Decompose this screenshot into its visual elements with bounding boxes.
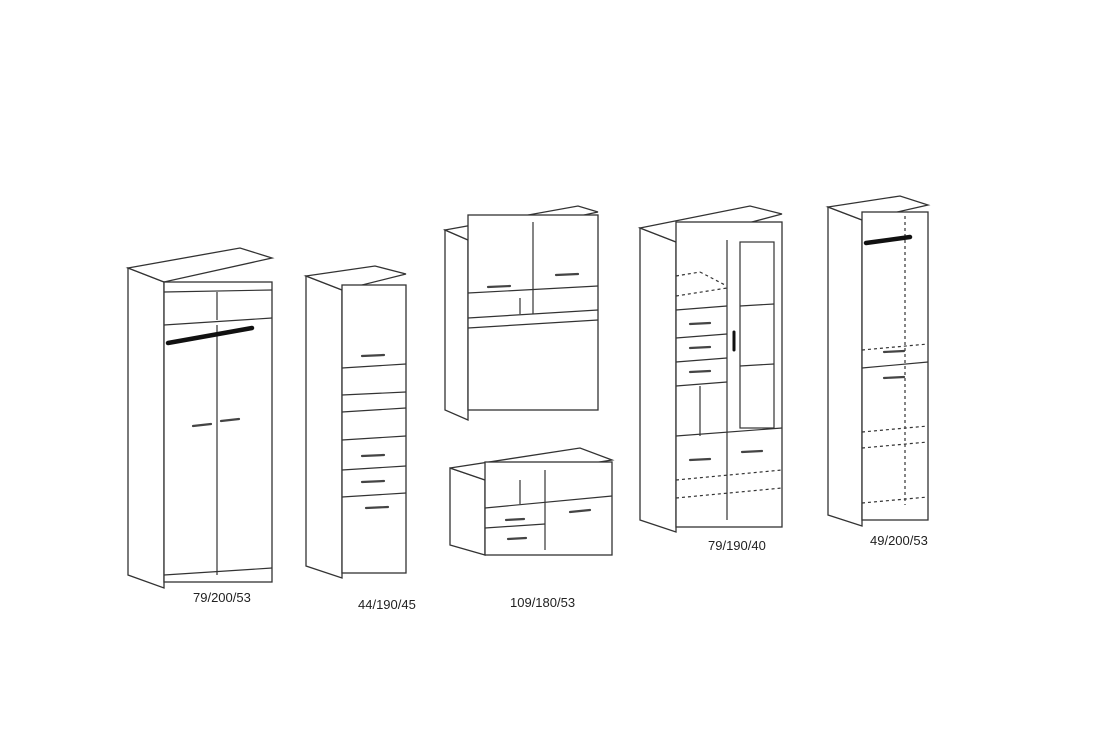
narrow-wardrobe-drawing <box>825 195 931 527</box>
hutch-drawing <box>442 205 599 421</box>
tv-unit-drawing <box>449 447 615 556</box>
dimension-label-hutch-tv-unit: 109/180/53 <box>510 595 575 610</box>
dimension-label-narrow-wardrobe: 49/200/53 <box>870 533 928 548</box>
tall-cabinet-drawing <box>303 265 407 579</box>
display-cabinet-drawing <box>637 205 783 533</box>
wardrobe-drawing <box>125 247 275 589</box>
dimension-label-display-cabinet: 79/190/40 <box>708 538 766 553</box>
dimension-label-tall-cabinet: 44/190/45 <box>358 597 416 612</box>
dimension-label-wardrobe: 79/200/53 <box>193 590 251 605</box>
